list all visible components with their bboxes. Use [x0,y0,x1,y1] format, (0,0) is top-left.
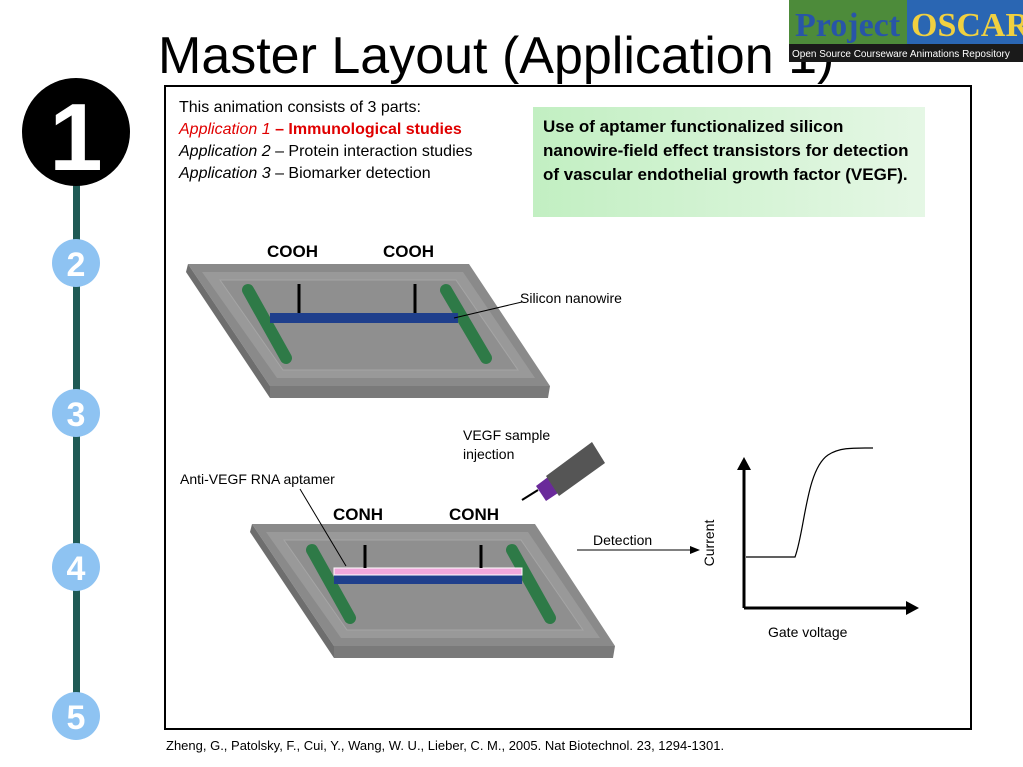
syringe-label-line1: VEGF sample [463,427,551,443]
bottom-electrode-left [306,544,356,624]
aptamer-label: Anti-VEGF RNA aptamer [180,471,335,487]
nanowire-label: Silicon nanowire [520,290,622,306]
step-1[interactable]: 1 [22,78,130,191]
content-frame [164,85,972,730]
response-curve [746,447,874,558]
page-title: Master Layout (Application 1) [158,27,835,85]
application-3-desc: – Biomarker detection [270,165,431,182]
step-4[interactable]: 4 [52,543,100,591]
application-1-name: Application 1 [179,121,271,138]
step-5[interactable]: 5 [52,692,100,740]
nanowire-pointer [453,301,523,319]
intro-text: This animation consists of 3 parts: Appl… [179,97,473,185]
application-2-name: Application 2 [179,143,271,160]
application-1-desc: – Immunological studies [270,121,462,138]
detection-arrow [577,546,700,554]
application-3-name: Application 3 [179,165,271,182]
application-2-line[interactable]: Application 2 – Protein interaction stud… [179,141,473,163]
detection-label: Detection [593,532,653,548]
application-1-line[interactable]: Application 1 – Immunological studies [179,119,473,141]
bottom-electrode-right [506,544,556,624]
svg-text:OSCAR: OSCAR [911,7,1023,44]
svg-text:4: 4 [67,550,86,588]
svg-text:3: 3 [67,396,86,434]
application-2-desc: – Protein interaction studies [270,143,473,160]
top-label-left: COOH [267,242,318,261]
description-callout: Use of aptamer functionalized silicon na… [533,107,925,217]
top-label-right: COOH [383,242,434,261]
syringe-icon[interactable] [521,442,605,501]
application-3-line[interactable]: Application 3 – Biomarker detection [179,163,473,185]
step-rail [73,170,80,730]
bottom-nanowire [334,574,522,584]
project-oscar-logo: Project OSCAR Open Source Courseware Ani… [789,0,1023,62]
top-nanowire [270,313,458,323]
top-electrode-left [242,284,292,364]
aptamer-pointer [299,488,347,567]
bottom-chip [250,488,615,658]
bottom-label-right: CONH [449,505,500,524]
syringe-label-line2: injection [463,446,515,462]
intro-line: This animation consists of 3 parts: [179,99,421,116]
graph-y-label: Current [701,519,717,567]
citation: Zheng, G., Patolsky, F., Cui, Y., Wang, … [166,738,725,753]
svg-text:2: 2 [67,246,86,284]
graph-x-label: Gate voltage [768,624,848,640]
step-3[interactable]: 3 [52,389,100,437]
top-electrode-right [440,284,492,364]
aptamer-layer [333,567,523,576]
step-navigator: 1 2 3 4 5 [22,78,130,740]
svg-text:5: 5 [67,699,86,737]
step-2[interactable]: 2 [52,239,100,287]
bottom-label-left: CONH [333,505,384,524]
svg-text:Project: Project [795,7,901,44]
top-chip [186,264,550,398]
current-voltage-graph [737,447,919,615]
svg-text:Open Source Courseware Animati: Open Source Courseware Animations Reposi… [792,49,1010,60]
svg-text:1: 1 [49,84,102,191]
